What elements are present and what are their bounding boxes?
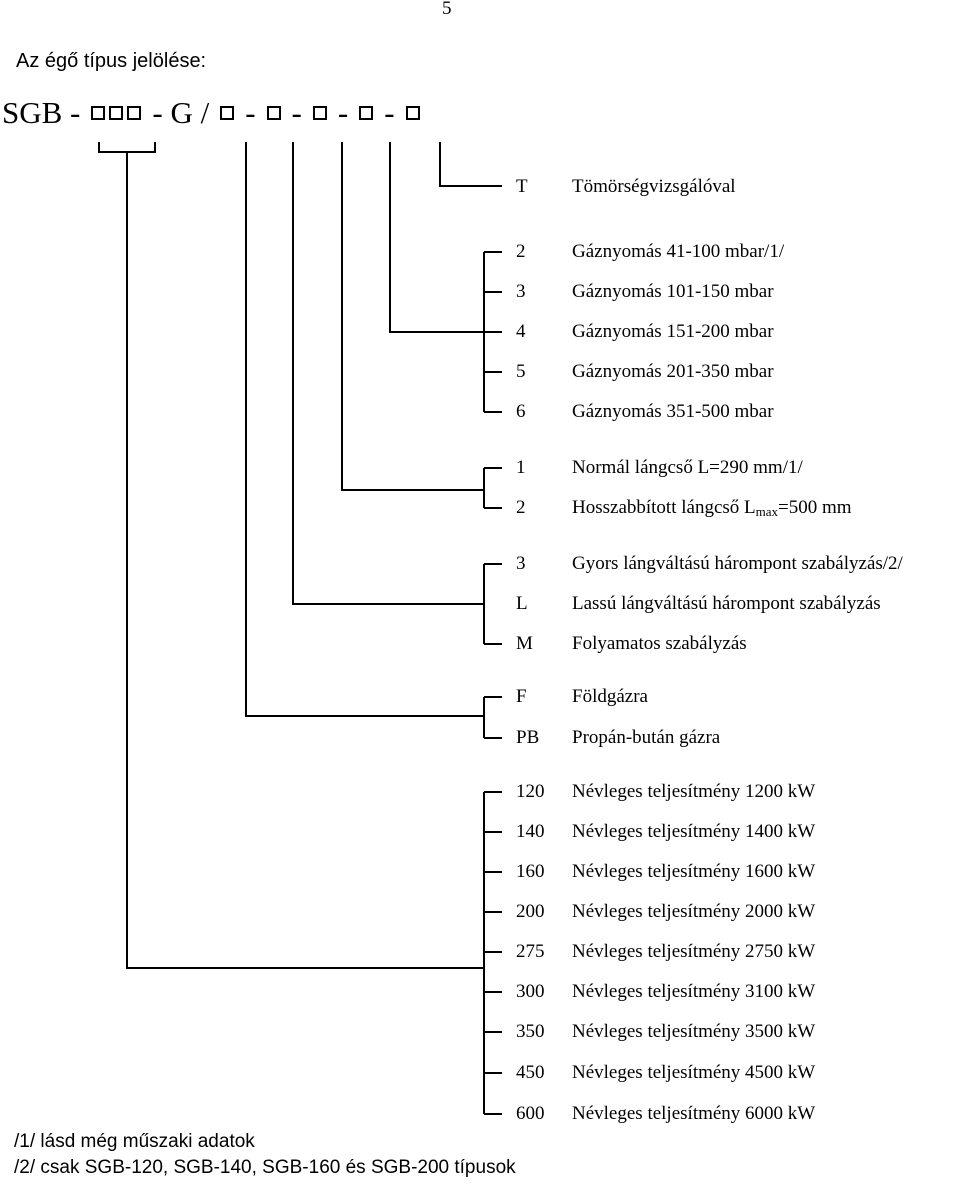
- capacity-bracket: [98, 142, 156, 153]
- option-key: 600: [516, 1103, 545, 1124]
- option-key: 350: [516, 1021, 545, 1042]
- code-dash: -: [384, 95, 395, 130]
- placeholder-box: [127, 106, 142, 120]
- code-dash: -: [291, 95, 302, 130]
- option-desc: Gyors lángváltású hárompont szabályzás/2…: [572, 553, 903, 574]
- option-key: 160: [516, 861, 545, 882]
- option-key: 140: [516, 821, 545, 842]
- option-desc: Gáznyomás 41-100 mbar/1/: [572, 241, 785, 262]
- code-fuel-separator: - G /: [152, 95, 210, 130]
- option-desc: Gáznyomás 101-150 mbar: [572, 281, 774, 302]
- code-dash: -: [245, 95, 256, 130]
- option-desc: Földgázra: [572, 686, 648, 707]
- option-key: T: [516, 176, 528, 197]
- connector-fuel: [245, 142, 484, 717]
- option-desc: Propán-bután gázra: [572, 727, 721, 748]
- option-desc: Névleges teljesítmény 3100 kW: [572, 981, 816, 1002]
- footnote-2: /2/ csak SGB-120, SGB-140, SGB-160 és SG…: [14, 1157, 516, 1178]
- option-desc: Névleges teljesítmény 1600 kW: [572, 861, 816, 882]
- option-desc: Névleges teljesítmény 6000 kW: [572, 1103, 816, 1124]
- option-desc: Gáznyomás 201-350 mbar: [572, 361, 774, 382]
- option-key: 275: [516, 941, 545, 962]
- option-key: 3: [516, 281, 526, 302]
- option-desc: Gáznyomás 151-200 mbar: [572, 321, 774, 342]
- option-key: 5: [516, 361, 526, 382]
- connector-flametube: [341, 142, 484, 491]
- option-desc: Névleges teljesítmény 1400 kW: [572, 821, 816, 842]
- page-heading: Az égő típus jelölése:: [16, 50, 207, 72]
- connector-regulation: [292, 142, 484, 605]
- page-number: 5: [442, 0, 452, 19]
- option-key: 3: [516, 553, 526, 574]
- footnote-1: /1/ lásd még műszaki adatok: [14, 1131, 255, 1152]
- option-desc: Névleges teljesítmény 2750 kW: [572, 941, 816, 962]
- placeholder-box: [359, 106, 374, 120]
- connector-pressure: [389, 142, 484, 333]
- placeholder-box: [266, 106, 281, 120]
- desc-text: =500 mm: [778, 497, 852, 518]
- desc-subscript: max: [755, 504, 779, 519]
- placeholder-box: [220, 106, 235, 120]
- option-key: 450: [516, 1062, 545, 1083]
- option-desc: Hosszabbított lángcső Lmax=500 mm: [572, 497, 852, 520]
- option-desc: Tömörségvizsgálóval: [572, 176, 736, 197]
- option-key: 2: [516, 241, 526, 262]
- option-key: 300: [516, 981, 545, 1002]
- option-desc: Névleges teljesítmény 4500 kW: [572, 1062, 816, 1083]
- type-code: SGB - - G / - - - -: [2, 95, 422, 131]
- desc-text: Hosszabbított lángcső L: [572, 497, 756, 518]
- code-dash: -: [337, 95, 349, 130]
- placeholder-box: [109, 106, 124, 120]
- option-desc: Névleges teljesítmény 3500 kW: [572, 1021, 816, 1042]
- option-key: L: [516, 593, 528, 614]
- option-key: F: [516, 686, 527, 707]
- option-desc: Normál lángcső L=290 mm/1/: [572, 457, 803, 478]
- option-desc: Folyamatos szabályzás: [572, 633, 747, 654]
- option-desc: Névleges teljesítmény 1200 kW: [572, 781, 816, 802]
- option-key: 6: [516, 401, 526, 422]
- option-key: 2: [516, 497, 526, 518]
- connector-capacity: [126, 152, 484, 969]
- connector-t: [439, 142, 502, 187]
- option-key: 200: [516, 901, 545, 922]
- option-desc: Lassú lángváltású hárompont szabályzás: [572, 593, 881, 614]
- option-desc: Gáznyomás 351-500 mbar: [572, 401, 774, 422]
- placeholder-box: [312, 106, 327, 120]
- code-prefix: SGB -: [2, 95, 81, 130]
- option-key: 1: [516, 457, 526, 478]
- option-key: 4: [516, 321, 526, 342]
- option-key: M: [516, 633, 533, 654]
- option-key: 120: [516, 781, 545, 802]
- placeholder-box: [405, 106, 420, 120]
- option-desc: Névleges teljesítmény 2000 kW: [572, 901, 816, 922]
- placeholder-box: [91, 106, 106, 120]
- option-key: PB: [516, 727, 540, 748]
